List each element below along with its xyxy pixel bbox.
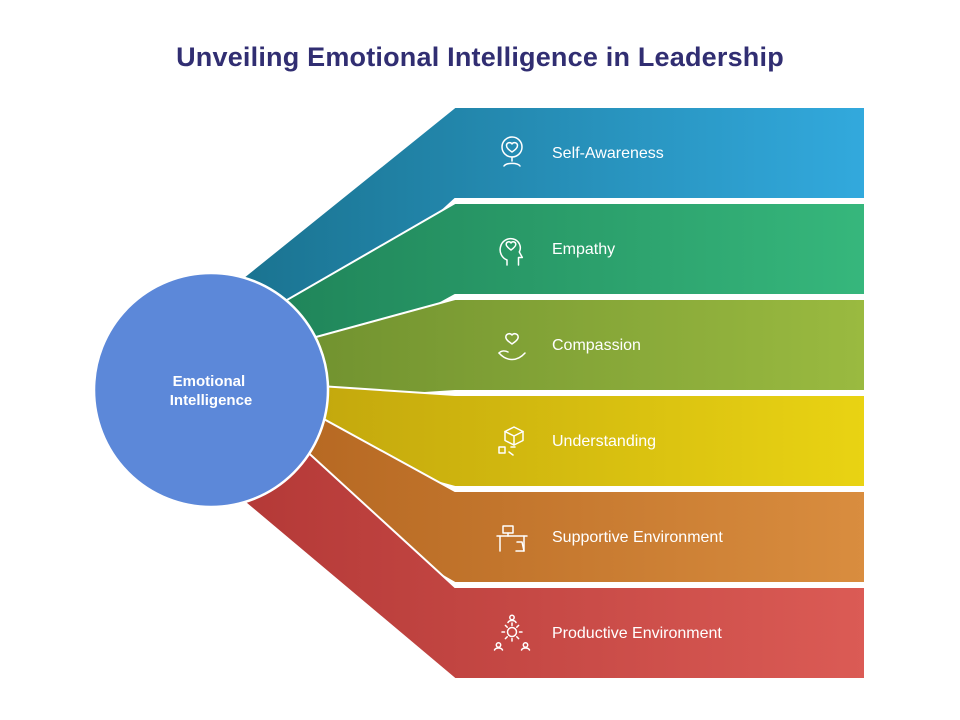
center-label: Emotional Intelligence [170, 373, 253, 409]
desk-workspace-icon [496, 525, 528, 552]
center-node: Emotional Intelligence [92, 271, 330, 509]
band-label: Understanding [552, 433, 656, 450]
page-title: Unveiling Emotional Intelligence in Lead… [176, 42, 784, 72]
head-heart-icon [501, 136, 523, 167]
band-label: Self-Awareness [552, 145, 664, 162]
team-gear-icon [493, 614, 531, 651]
center-circle [92, 271, 330, 509]
center-label-line2: Intelligence [170, 392, 253, 409]
cube-blocks-icon [498, 426, 524, 456]
hand-heart-icon [498, 332, 526, 361]
band-label: Productive Environment [552, 625, 722, 642]
band-label: Empathy [552, 241, 615, 258]
head-profile-heart-icon [499, 237, 524, 266]
band-label: Compassion [552, 337, 641, 354]
center-label-line1: Emotional [173, 373, 246, 390]
band-label: Supportive Environment [552, 529, 723, 546]
